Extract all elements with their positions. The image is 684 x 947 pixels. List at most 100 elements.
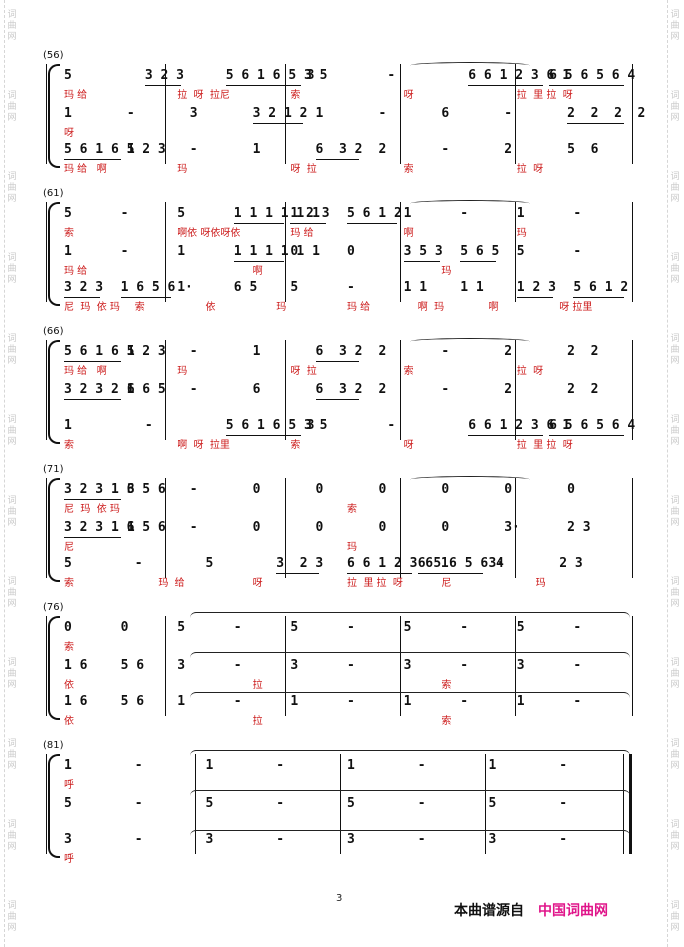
note-group: 6 3 2: [315, 382, 363, 397]
barline: [400, 202, 401, 302]
barline: [285, 340, 286, 440]
lyric-text: 拉 呀: [516, 164, 544, 175]
measure-number: (66): [43, 326, 64, 337]
note-group: 3: [177, 658, 186, 673]
note-group: -: [233, 658, 242, 673]
note-group: -: [347, 658, 355, 673]
watermark-char: 词: [670, 91, 680, 101]
lyric-text: 啊 呀 拉里: [177, 440, 230, 451]
watermark-group: 词曲网: [7, 820, 16, 853]
watermark-char: 词: [670, 172, 680, 182]
watermark-char: 词: [670, 253, 680, 263]
system-brace: [48, 616, 60, 720]
beam-underline: [225, 435, 301, 436]
lyric-text: 玛: [276, 302, 287, 313]
watermark-group: 词曲网: [7, 415, 16, 448]
right-watermark-strip: 词曲网词曲网词曲网词曲网词曲网词曲网词曲网词曲网词曲网词曲网词曲网词曲网: [667, 0, 682, 947]
note-group: -: [573, 244, 582, 259]
barline: [400, 64, 401, 164]
watermark-char: 词: [7, 577, 17, 587]
note-group: 3 2 3: [276, 556, 324, 571]
note-group: 3 2 3 1 6 5 6: [64, 520, 166, 535]
note-group: 5 6 1 6 5 2 3: [64, 142, 166, 157]
watermark-char: 网: [670, 923, 680, 933]
page-number: 3: [336, 893, 343, 904]
system-left-barline: [46, 478, 47, 578]
note-group: 0: [378, 482, 387, 497]
lyric-text: 玛 给: [64, 266, 88, 277]
barline: [632, 478, 633, 578]
tie-arc: [190, 612, 630, 618]
note-group: -: [347, 280, 355, 295]
note-group: 3: [64, 832, 72, 847]
lyric-text: 呀: [64, 128, 74, 139]
measure-number: (81): [43, 740, 64, 751]
note-group: 5: [516, 620, 525, 635]
note-group: 1 6: [64, 694, 88, 709]
note-group: 1 1 1 1 1 1: [233, 206, 320, 221]
system-brace: [48, 754, 60, 858]
watermark-char: 词: [7, 334, 17, 344]
watermark-group: 词曲网: [670, 415, 679, 448]
lyric-text: 玛 给: [64, 90, 88, 101]
note-group: -: [233, 694, 242, 709]
watermark-char: 网: [7, 194, 17, 204]
beam-underline: [347, 223, 398, 224]
watermark-char: 词: [670, 577, 680, 587]
tie-arc: [190, 692, 630, 698]
watermark-group: 词曲网: [670, 901, 679, 934]
beam-underline: [549, 435, 624, 436]
note-group: -: [347, 694, 355, 709]
lyric-text: 啊: [403, 228, 414, 239]
lyric-text: 呀 拉: [290, 366, 317, 377]
tie-arc: [410, 200, 530, 207]
watermark-char: 曲: [670, 102, 680, 112]
barline: [485, 754, 486, 854]
left-watermark-strip: 词曲网词曲网词曲网词曲网词曲网词曲网词曲网词曲网词曲网词曲网词曲网词曲网: [4, 0, 19, 947]
watermark-char: 网: [670, 194, 680, 204]
system-left-barline: [46, 64, 47, 164]
watermark-char: 曲: [670, 831, 680, 841]
note-group: 5 6 1 6 5 3 5: [225, 68, 328, 83]
lyric-text: 玛: [177, 366, 188, 377]
note-group: 5 6 5: [460, 244, 500, 259]
watermark-group: 词曲网: [7, 496, 16, 529]
note-group: -: [573, 206, 582, 221]
watermark-char: 曲: [670, 426, 680, 436]
barline: [515, 478, 516, 578]
lyric-text: 啊 玛: [417, 302, 445, 313]
note-group: 6: [126, 382, 135, 397]
watermark-char: 网: [7, 680, 17, 690]
watermark-char: 网: [7, 113, 17, 123]
watermark-char: 词: [670, 658, 680, 668]
lyric-text: 玛: [441, 266, 452, 277]
lyric-text: 索: [441, 716, 452, 727]
tie-arc: [190, 750, 630, 756]
watermark-group: 词曲网: [670, 253, 679, 286]
watermark-char: 词: [7, 739, 17, 749]
note-group: 3·: [504, 520, 520, 535]
note-group: 6: [252, 382, 261, 397]
note-group: 5 6: [567, 142, 599, 157]
note-group: -: [189, 344, 198, 359]
watermark-char: 网: [7, 842, 17, 852]
note-group: 2 2: [567, 382, 599, 397]
note-group: 2: [504, 382, 513, 397]
note-group: 5: [488, 796, 497, 811]
lyric-text: 拉 里 拉 呀: [347, 578, 403, 589]
credit-site-link[interactable]: 中国词曲网: [538, 903, 608, 919]
system-brace: [48, 340, 60, 444]
watermark-char: 词: [670, 334, 680, 344]
note-group: 6 5 6 5 6 4: [549, 418, 636, 433]
note-group: 2 3: [567, 520, 591, 535]
barline: [165, 478, 166, 578]
note-group: -: [134, 832, 143, 847]
barline: [515, 616, 516, 716]
note-group: -: [573, 620, 582, 635]
note-group: 1: [403, 206, 412, 221]
watermark-char: 曲: [670, 183, 680, 193]
note-group: -: [417, 758, 426, 773]
note-group: 3: [306, 418, 315, 433]
note-group: -: [189, 482, 198, 497]
